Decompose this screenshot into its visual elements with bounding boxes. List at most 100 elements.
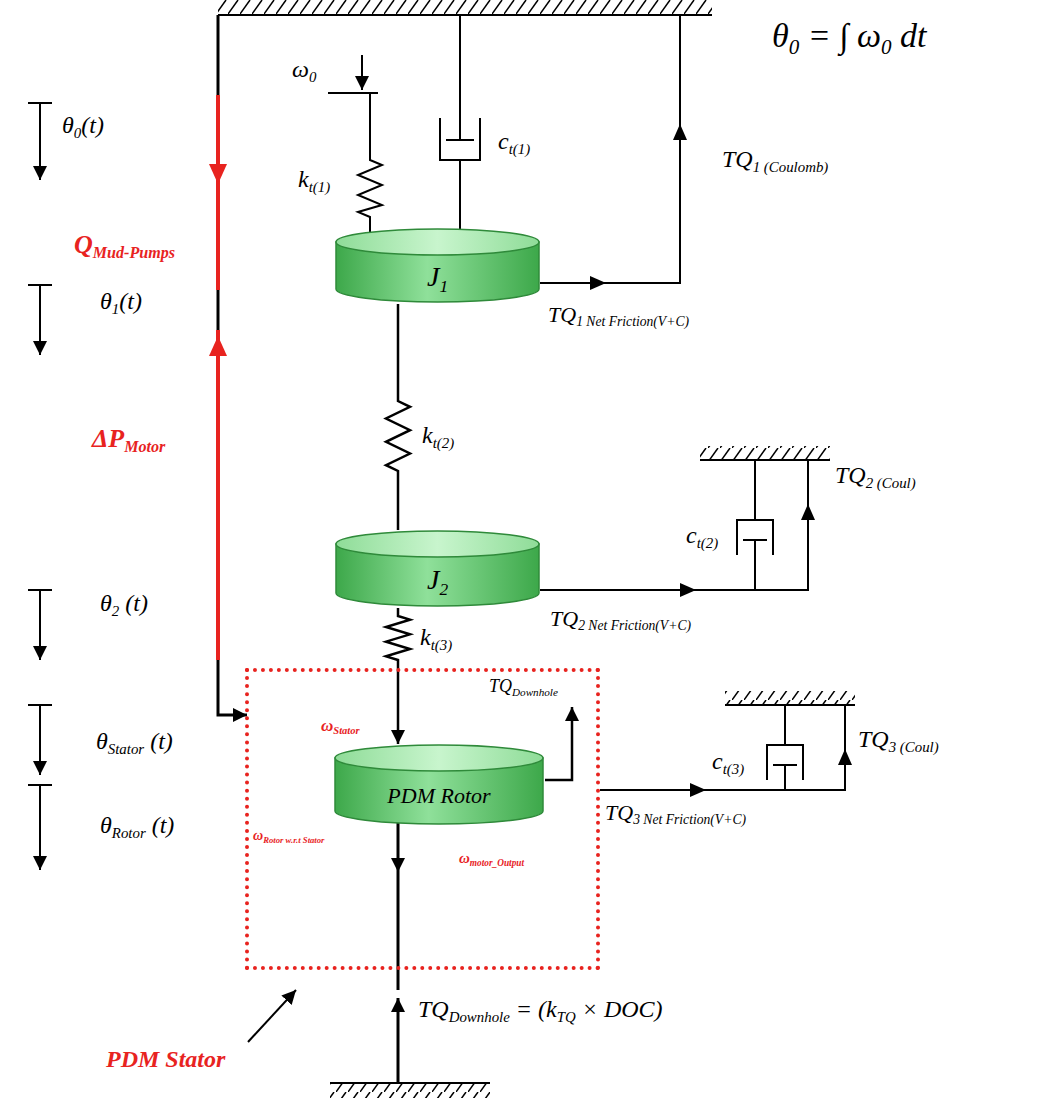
friction-line — [540, 15, 680, 283]
part-name: PDM Stator — [106, 1046, 225, 1074]
subscript: motor_Output — [470, 858, 524, 868]
text-run: TQ — [548, 302, 576, 327]
ground-hatch — [330, 1084, 490, 1098]
spring-connector — [386, 608, 410, 744]
friction-arrow — [801, 504, 815, 520]
subscript: t(2) — [433, 435, 454, 451]
friction-arrow — [838, 749, 852, 765]
text-run: dt — [892, 17, 927, 54]
friction-line — [600, 705, 845, 790]
subscript: Downhole — [512, 686, 558, 698]
inertia-label: PDM Rotor — [387, 783, 490, 808]
text-run: ω — [292, 56, 309, 82]
inertia-label: J2 — [427, 564, 448, 596]
subscript: t(1) — [309, 179, 330, 195]
damper-symbol — [737, 460, 773, 590]
text-run: c — [686, 522, 697, 548]
text-run: θ — [96, 728, 108, 754]
subscript: Motor — [124, 438, 165, 455]
symbol-label: TQDownhole = (kTQ × DOC) — [418, 996, 663, 1024]
damper-symbol — [767, 705, 803, 790]
downhole-torque-arrow — [397, 998, 400, 1083]
text-run: PDM Stator — [106, 1046, 225, 1072]
text-run: PDM Rotor — [387, 783, 490, 808]
box-text: ωmotor_Output — [459, 850, 524, 867]
subscript: 2 Net Friction(V+C) — [578, 618, 691, 633]
symbol-label: ct(3) — [712, 748, 744, 776]
text-run: (t) — [144, 728, 173, 754]
subscript: 1 — [439, 276, 448, 295]
text-run: θ — [100, 288, 112, 314]
text-run: c — [712, 748, 723, 774]
ground-hatch — [218, 0, 712, 14]
spring-label: kt(2) — [422, 422, 454, 450]
ground-line — [725, 704, 855, 706]
angle-arrow — [28, 590, 52, 660]
symbol-label: θ0 = ∫ ω0 dt — [772, 16, 927, 55]
subscript: Downhole — [449, 1009, 510, 1025]
symbol-label: kt(1) — [298, 166, 330, 194]
output-arrow — [397, 822, 400, 872]
symbol-label: θStator (t) — [96, 728, 173, 756]
symbol-label: TQ1 Net Friction(V+C) — [548, 302, 689, 327]
subscript: t(3) — [723, 761, 744, 777]
spring-connector — [386, 304, 410, 530]
subscript: 2 — [439, 579, 448, 598]
symbol-label: ΔPMotor — [92, 424, 165, 454]
friction-arrow — [680, 583, 696, 597]
text-run: (t) — [146, 812, 175, 838]
spring-symbol — [358, 93, 382, 240]
symbol-label: TQ3 Net Friction(V+C) — [605, 800, 746, 825]
flow-line — [216, 95, 220, 290]
torque-arrow — [545, 707, 572, 780]
text-run: = ∫ ω — [799, 17, 881, 54]
text-run: k — [298, 166, 309, 192]
text-run: θ — [772, 17, 789, 54]
flow-line — [217, 15, 220, 95]
cylinder-top — [335, 745, 543, 771]
friction-arrow — [690, 783, 706, 797]
flow-line — [216, 330, 220, 660]
damper-symbol — [440, 15, 480, 236]
text-run: TQ — [835, 462, 866, 488]
symbol-label: ct(1) — [498, 128, 530, 156]
subscript: t(2) — [697, 535, 718, 551]
subscript: 0 — [789, 35, 800, 59]
text-run: TQ — [418, 996, 449, 1022]
text-run: (t) — [81, 112, 104, 138]
subscript: 0 — [74, 125, 81, 141]
box-text: ωRotor w.r.t Stator — [253, 828, 325, 844]
flow-arrow — [209, 164, 227, 184]
text-run: k — [422, 422, 433, 448]
symbol-label: ω0 — [292, 56, 316, 84]
text-run: c — [498, 128, 509, 154]
inertia-label: J1 — [427, 261, 448, 293]
symbol-label: TQ3 (Coul) — [858, 726, 939, 754]
ground-hatch — [725, 691, 855, 705]
subscript: Rotor — [112, 825, 146, 841]
cylinder-top — [336, 229, 539, 255]
text-run: ω — [459, 850, 470, 866]
spring-label: kt(3) — [420, 624, 452, 652]
text-run: θ — [62, 112, 74, 138]
text-run: TQ — [858, 726, 889, 752]
subscript: Rotor w.r.t Stator — [263, 835, 324, 845]
text-run: θ — [100, 590, 112, 616]
text-run: TQ — [489, 676, 512, 696]
text-run: (t) — [119, 288, 142, 314]
symbol-label: θ1(t) — [100, 288, 142, 316]
text-run: (t) — [119, 590, 148, 616]
text-run: Q — [74, 230, 93, 259]
text-run: TQ — [722, 146, 753, 172]
symbol-label: θ0(t) — [62, 112, 104, 140]
angle-arrow — [28, 285, 52, 355]
friction-line — [540, 460, 808, 590]
symbol-label: θ2 (t) — [100, 590, 148, 618]
text-run: TQ — [550, 606, 578, 631]
text-run: × DOC) — [576, 996, 663, 1022]
subscript: 2 (Coul) — [866, 475, 916, 491]
box-text: TQDownhole — [489, 676, 558, 697]
flow-arrow — [209, 336, 227, 356]
angle-arrow — [28, 103, 52, 180]
symbol-label: θRotor (t) — [100, 812, 174, 840]
